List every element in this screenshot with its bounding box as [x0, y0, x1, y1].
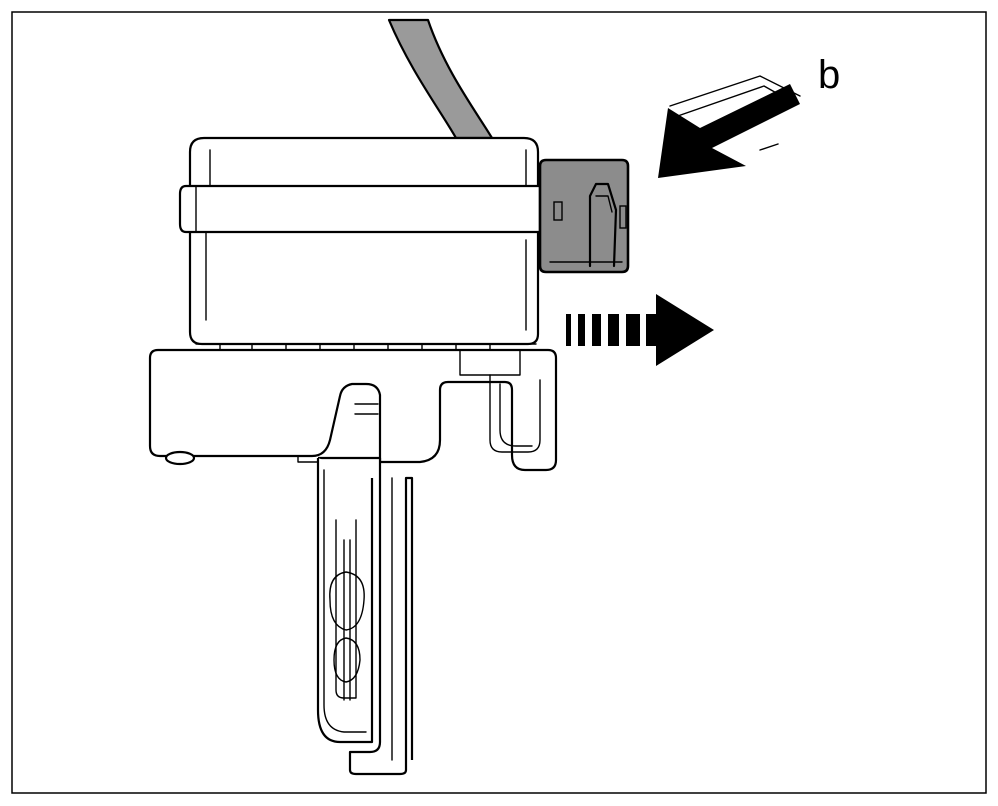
- callout-b: b: [818, 53, 840, 97]
- press-arrow-b: [658, 75, 801, 178]
- bulb-assembly: [316, 456, 414, 776]
- base-plate: [148, 348, 558, 472]
- release-latch: [538, 158, 630, 274]
- socket-housing: [178, 136, 542, 351]
- frame-border: [11, 11, 987, 794]
- cable: [387, 18, 494, 140]
- pull-arrow: [566, 294, 714, 366]
